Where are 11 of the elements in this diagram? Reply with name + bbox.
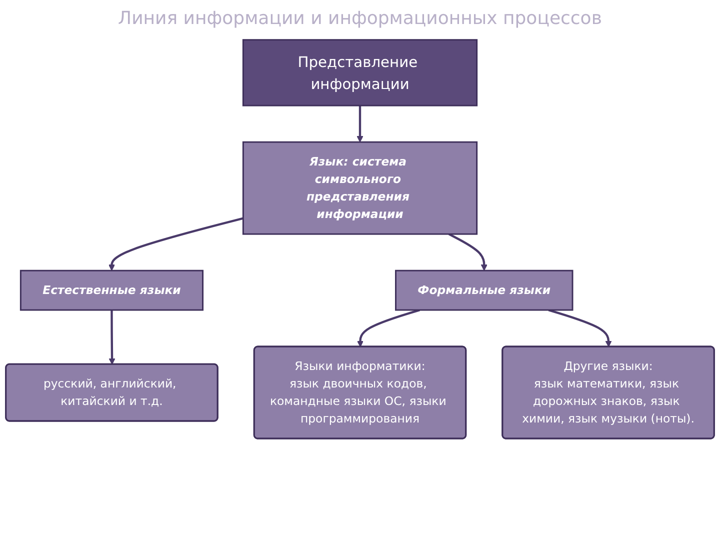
arrow [356, 106, 364, 142]
node-box: Представление информации [242, 39, 478, 106]
arrow [448, 233, 488, 271]
arrow [108, 217, 244, 271]
arrow [548, 308, 612, 348]
node-box: Естественные языки [20, 270, 204, 311]
arrow [108, 310, 116, 365]
arrow [357, 308, 420, 348]
slide-title: Линия информации и информационных процессов [117, 7, 603, 31]
node-box: Язык: система символьного представления информации [242, 141, 478, 235]
node-box: Формальные языки [395, 270, 574, 311]
